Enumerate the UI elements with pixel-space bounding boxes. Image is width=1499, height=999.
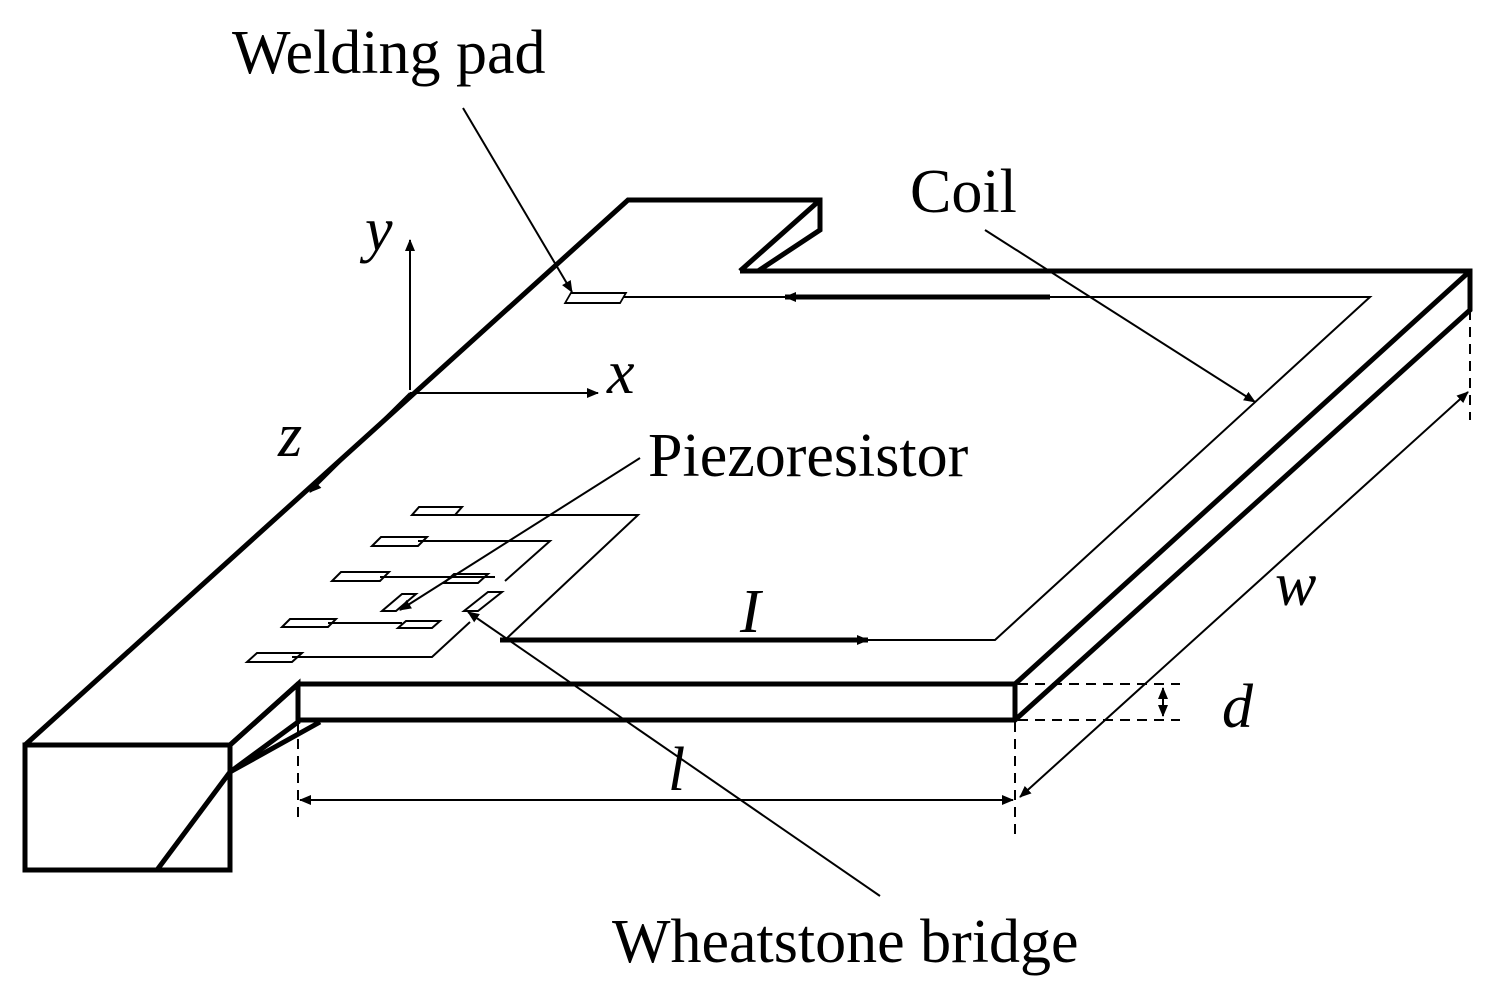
coordinate-axes [309, 239, 599, 493]
piezoresistor-label: Piezoresistor [648, 422, 969, 490]
dimension-lines [297, 310, 1471, 835]
width-label: w [1275, 551, 1316, 619]
length-label: l [668, 736, 685, 804]
anchor-block [22, 678, 322, 873]
z-axis-label: z [277, 402, 302, 470]
wheatstone-bridge-label: Wheatstone bridge [612, 908, 1079, 976]
coil-label: Coil [910, 158, 1017, 226]
leader-lines [399, 107, 1256, 897]
welding-pad [563, 292, 628, 304]
y-axis-label: y [359, 196, 393, 264]
welding-pad-label: Welding pad [232, 19, 546, 87]
current-label: I [739, 578, 764, 646]
x-axis-label: x [606, 339, 635, 407]
thickness-label: d [1222, 673, 1254, 741]
